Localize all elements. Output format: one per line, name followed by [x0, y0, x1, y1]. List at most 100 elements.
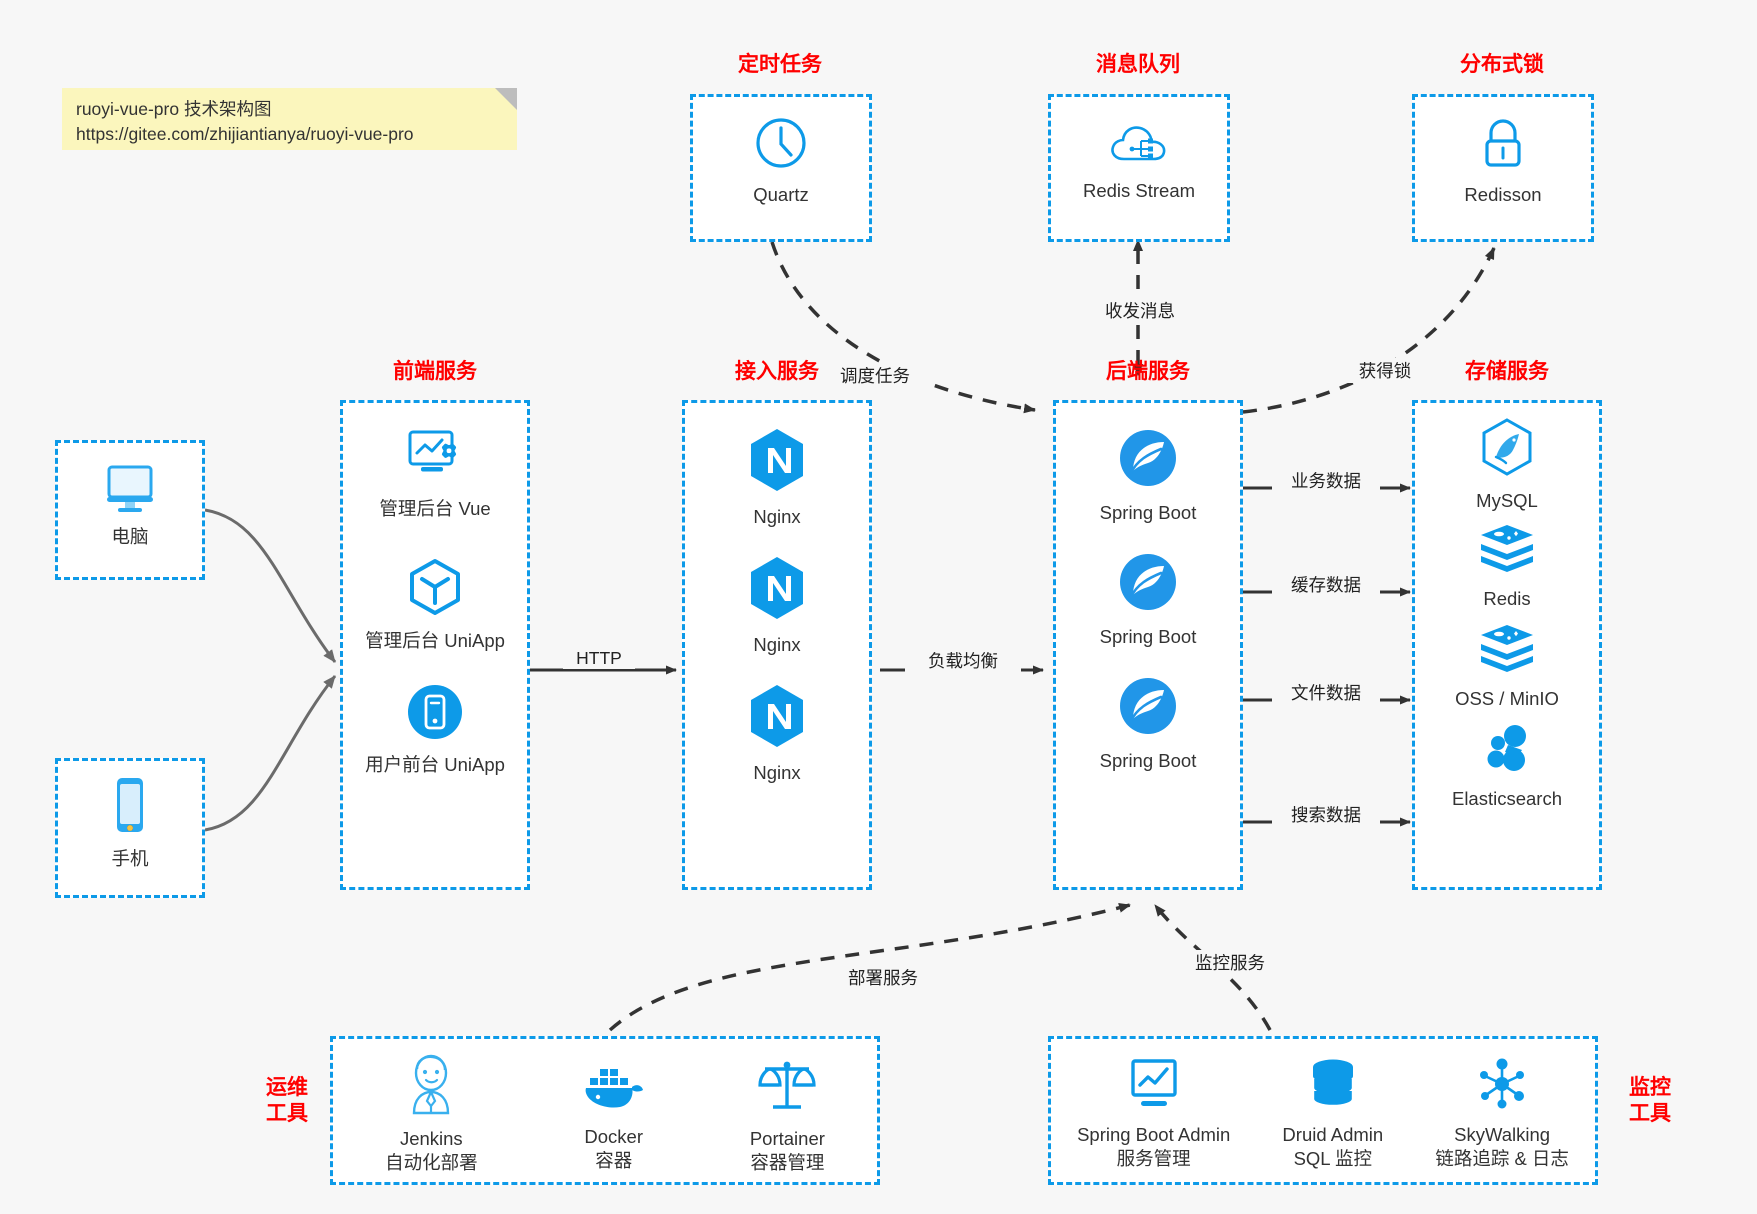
node-label: Jenkins — [399, 1128, 463, 1149]
node-label: 手机 — [111, 848, 149, 869]
node-redis[interactable]: Redis — [1415, 513, 1599, 611]
node-pc[interactable]: 电脑 — [58, 443, 202, 549]
node-mysql[interactable]: MySQL — [1415, 403, 1599, 513]
node-redis-stream[interactable]: Redis Stream — [1051, 97, 1227, 203]
node-label: Redis Stream — [1082, 180, 1196, 201]
jenkins-butler-icon — [403, 1053, 459, 1120]
group-box-frontend[interactable]: 管理后台 Vue 管理后台 UniApp 用户前台 UniApp — [340, 400, 530, 890]
group-label-mq: 消息队列 — [1096, 53, 1180, 76]
node-label: Spring Boot Admin — [1077, 1124, 1231, 1145]
edge-label-business-data: 业务数据 — [1272, 468, 1380, 493]
node-label: Druid Admin — [1282, 1124, 1384, 1145]
dashboard-gear-icon — [404, 427, 466, 490]
group-label-devops: 运维 工具 — [252, 1075, 322, 1126]
group-label-scheduler: 定时任务 — [738, 53, 822, 76]
node-spring-boot-1[interactable]: Spring Boot — [1056, 403, 1240, 525]
cloud-network-icon — [1108, 119, 1170, 172]
group-label-backend: 后端服务 — [1106, 360, 1190, 383]
group-box-gateway[interactable]: Nginx Nginx Nginx — [682, 400, 872, 890]
nginx-icon — [747, 555, 807, 626]
node-label: Redisson — [1464, 184, 1542, 205]
clock-icon — [753, 115, 809, 176]
node-spring-boot-admin[interactable]: Spring Boot Admin 服务管理 — [1077, 1053, 1230, 1171]
group-box-backend[interactable]: Spring Boot Spring Boot Spring Boot — [1053, 400, 1243, 890]
cube-icon — [406, 557, 464, 622]
spring-leaf-icon — [1117, 675, 1179, 742]
edge-label-load-balance: 负载均衡 — [905, 648, 1021, 673]
group-box-client-pc[interactable]: 电脑 — [55, 440, 205, 580]
node-nginx-1[interactable]: Nginx — [685, 403, 869, 529]
redis-stack-icon — [1478, 523, 1536, 580]
node-docker[interactable]: Docker 容器 — [582, 1053, 646, 1173]
node-desc: SQL 监控 — [1293, 1148, 1373, 1170]
group-box-client-mobile[interactable]: 手机 — [55, 758, 205, 898]
group-box-scheduler[interactable]: Quartz — [690, 94, 872, 242]
monitor-chart-icon — [1125, 1057, 1183, 1116]
group-box-devops[interactable]: Jenkins 自动化部署 Docker 容器 — [330, 1036, 880, 1185]
node-quartz[interactable]: Quartz — [693, 97, 869, 207]
group-box-lock[interactable]: Redisson — [1412, 94, 1594, 242]
node-desc: 链路追踪 & 日志 — [1435, 1148, 1569, 1170]
docker-whale-icon — [582, 1063, 646, 1118]
node-skywalking[interactable]: SkyWalking 链路追踪 & 日志 — [1435, 1053, 1569, 1171]
node-nginx-3[interactable]: Nginx — [685, 657, 869, 785]
group-box-mq[interactable]: Redis Stream — [1048, 94, 1230, 242]
node-desc: 容器 — [595, 1150, 633, 1172]
node-mobile[interactable]: 手机 — [58, 761, 202, 871]
spring-leaf-icon — [1117, 551, 1179, 618]
node-label: Nginx — [753, 506, 801, 527]
skywalking-node-icon — [1473, 1057, 1531, 1116]
node-spring-boot-3[interactable]: Spring Boot — [1056, 649, 1240, 773]
node-portainer[interactable]: Portainer 容器管理 — [750, 1053, 825, 1175]
sticky-note: ruoyi-vue-pro 技术架构图 https://gitee.com/zh… — [62, 88, 517, 150]
group-box-monitor[interactable]: Spring Boot Admin 服务管理 Druid Admin SQL 监… — [1048, 1036, 1598, 1185]
node-admin-vue[interactable]: 管理后台 Vue — [343, 403, 527, 521]
node-label: 管理后台 Vue — [379, 498, 491, 519]
edge-label-monitor-service: 监控服务 — [1175, 950, 1285, 975]
node-jenkins[interactable]: Jenkins 自动化部署 — [385, 1053, 478, 1175]
group-label-monitor-line1: 监控 — [1629, 1076, 1671, 1099]
node-label: Redis — [1483, 588, 1531, 610]
node-druid-admin[interactable]: Druid Admin SQL 监控 — [1282, 1053, 1383, 1171]
node-user-uniapp[interactable]: 用户前台 UniApp — [343, 653, 527, 777]
node-admin-uniapp[interactable]: 管理后台 UniApp — [343, 521, 527, 653]
group-box-storage[interactable]: MySQL Redis — [1412, 400, 1602, 890]
edge-label-search-data: 搜索数据 — [1272, 802, 1380, 827]
group-label-gateway: 接入服务 — [735, 360, 819, 383]
note-fold-corner — [495, 88, 517, 110]
node-nginx-2[interactable]: Nginx — [685, 529, 869, 657]
node-label: Elasticsearch — [1451, 788, 1562, 810]
group-label-devops-line2: 工具 — [266, 1101, 308, 1125]
node-label: Nginx — [753, 634, 801, 656]
node-desc: 容器管理 — [750, 1152, 825, 1174]
node-oss-minio[interactable]: OSS / MinIO — [1415, 611, 1599, 711]
smartphone-icon — [109, 775, 151, 840]
node-elasticsearch[interactable]: Elasticsearch — [1415, 711, 1599, 811]
group-label-lock: 分布式锁 — [1460, 53, 1544, 76]
group-label-storage: 存储服务 — [1465, 360, 1549, 383]
node-redisson[interactable]: Redisson — [1415, 97, 1591, 207]
mysql-dolphin-icon — [1479, 417, 1535, 482]
node-label: Spring Boot — [1099, 626, 1197, 648]
nginx-icon — [747, 683, 807, 754]
nginx-icon — [747, 427, 807, 498]
note-url: https://gitee.com/zhijiantianya/ruoyi-vu… — [76, 123, 414, 144]
node-label: 用户前台 UniApp — [365, 754, 505, 776]
node-label: SkyWalking — [1454, 1124, 1551, 1145]
desktop-icon — [101, 461, 159, 518]
edge-label-schedule-task: 调度任务 — [820, 363, 930, 388]
node-desc: 自动化部署 — [385, 1152, 478, 1174]
node-label: 电脑 — [111, 526, 149, 547]
node-label: Nginx — [753, 762, 801, 784]
node-spring-boot-2[interactable]: Spring Boot — [1056, 525, 1240, 649]
node-label: Spring Boot — [1099, 750, 1197, 772]
node-label: OSS / MinIO — [1455, 688, 1559, 710]
spring-leaf-icon — [1117, 427, 1179, 494]
elasticsearch-icon — [1478, 723, 1536, 780]
node-label: MySQL — [1476, 490, 1538, 511]
group-label-devops-line1: 运维 — [266, 1076, 308, 1099]
edge-label-http: HTTP — [563, 648, 635, 669]
node-label: Quartz — [753, 184, 809, 205]
group-label-monitor: 监控 工具 — [1610, 1075, 1690, 1126]
